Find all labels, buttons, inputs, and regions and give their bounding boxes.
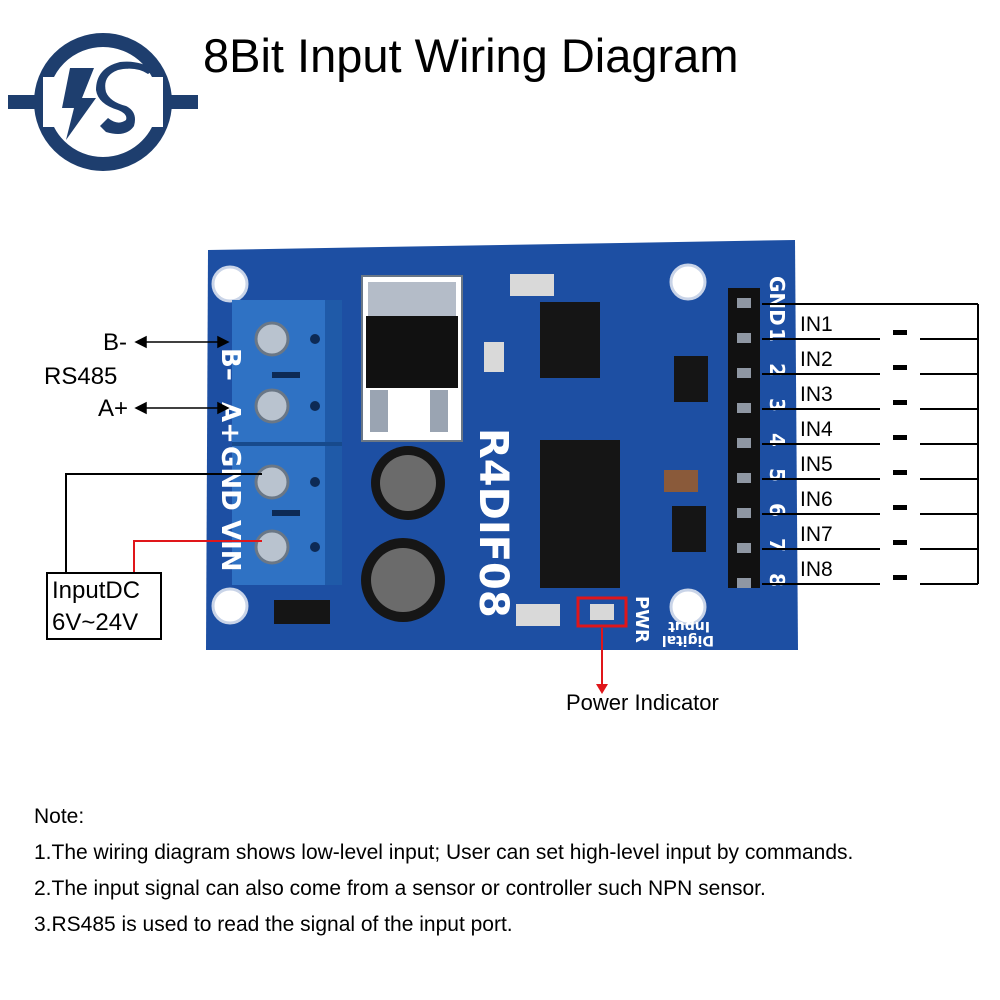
input-label-8: IN8 xyxy=(800,558,833,581)
svg-text:GND: GND xyxy=(765,276,789,326)
electrolytic-capacitors xyxy=(361,446,445,622)
svg-text:Digital: Digital xyxy=(662,632,714,648)
note-item-3: 3.RS485 is used to read the signal of th… xyxy=(34,913,513,936)
input-label-3: IN3 xyxy=(800,383,833,406)
rs485-arrows xyxy=(134,335,230,415)
vin-wire xyxy=(133,540,262,572)
input-header xyxy=(728,288,760,588)
silkscreen-gnd: GND xyxy=(215,446,245,511)
notes-heading: Note: xyxy=(34,805,85,828)
a-plus-label: A+ xyxy=(98,395,129,422)
ic-chips xyxy=(274,274,708,626)
mounting-holes xyxy=(211,263,707,626)
input-label-5: IN5 xyxy=(800,453,833,476)
input-wiring xyxy=(762,303,979,585)
pcb-board xyxy=(206,240,798,650)
notes-section: Note: 1.The wiring diagram shows low-lev… xyxy=(34,799,984,943)
silkscreen-pwr: PWR xyxy=(631,596,652,643)
input-label-2: IN2 xyxy=(800,348,833,371)
bolt-circle-logo-icon xyxy=(8,33,198,171)
svg-text:Input: Input xyxy=(668,618,710,634)
input-label-4: IN4 xyxy=(800,418,833,441)
silkscreen-vin: VIN xyxy=(215,520,245,572)
input-dc-voltage: 6V~24V xyxy=(52,609,139,636)
input-label-6: IN6 xyxy=(800,488,833,511)
input-label-7: IN7 xyxy=(800,523,833,546)
page-title: 8Bit Input Wiring Diagram xyxy=(203,29,739,82)
silkscreen-b-minus: B– xyxy=(215,348,245,381)
power-led-highlight xyxy=(576,596,628,628)
silkscreen-model: R4DIF08 xyxy=(470,428,516,618)
terminal-block xyxy=(232,300,342,585)
rs485-label: RS485 xyxy=(44,363,118,390)
note-item-1: 1.The wiring diagram shows low-level inp… xyxy=(34,841,854,864)
b-minus-label: B- xyxy=(103,329,127,356)
gnd-wire xyxy=(65,473,262,572)
input-dc-box: InputDC 6V~24V xyxy=(46,572,162,640)
voltage-regulator xyxy=(361,275,463,442)
power-indicator-label: Power Indicator xyxy=(566,690,719,715)
note-item-2: 2.The input signal can also come from a … xyxy=(34,877,766,900)
switch-contacts xyxy=(893,330,907,580)
input-label-1: IN1 xyxy=(800,313,833,336)
input-dc-label: InputDC xyxy=(52,577,141,604)
